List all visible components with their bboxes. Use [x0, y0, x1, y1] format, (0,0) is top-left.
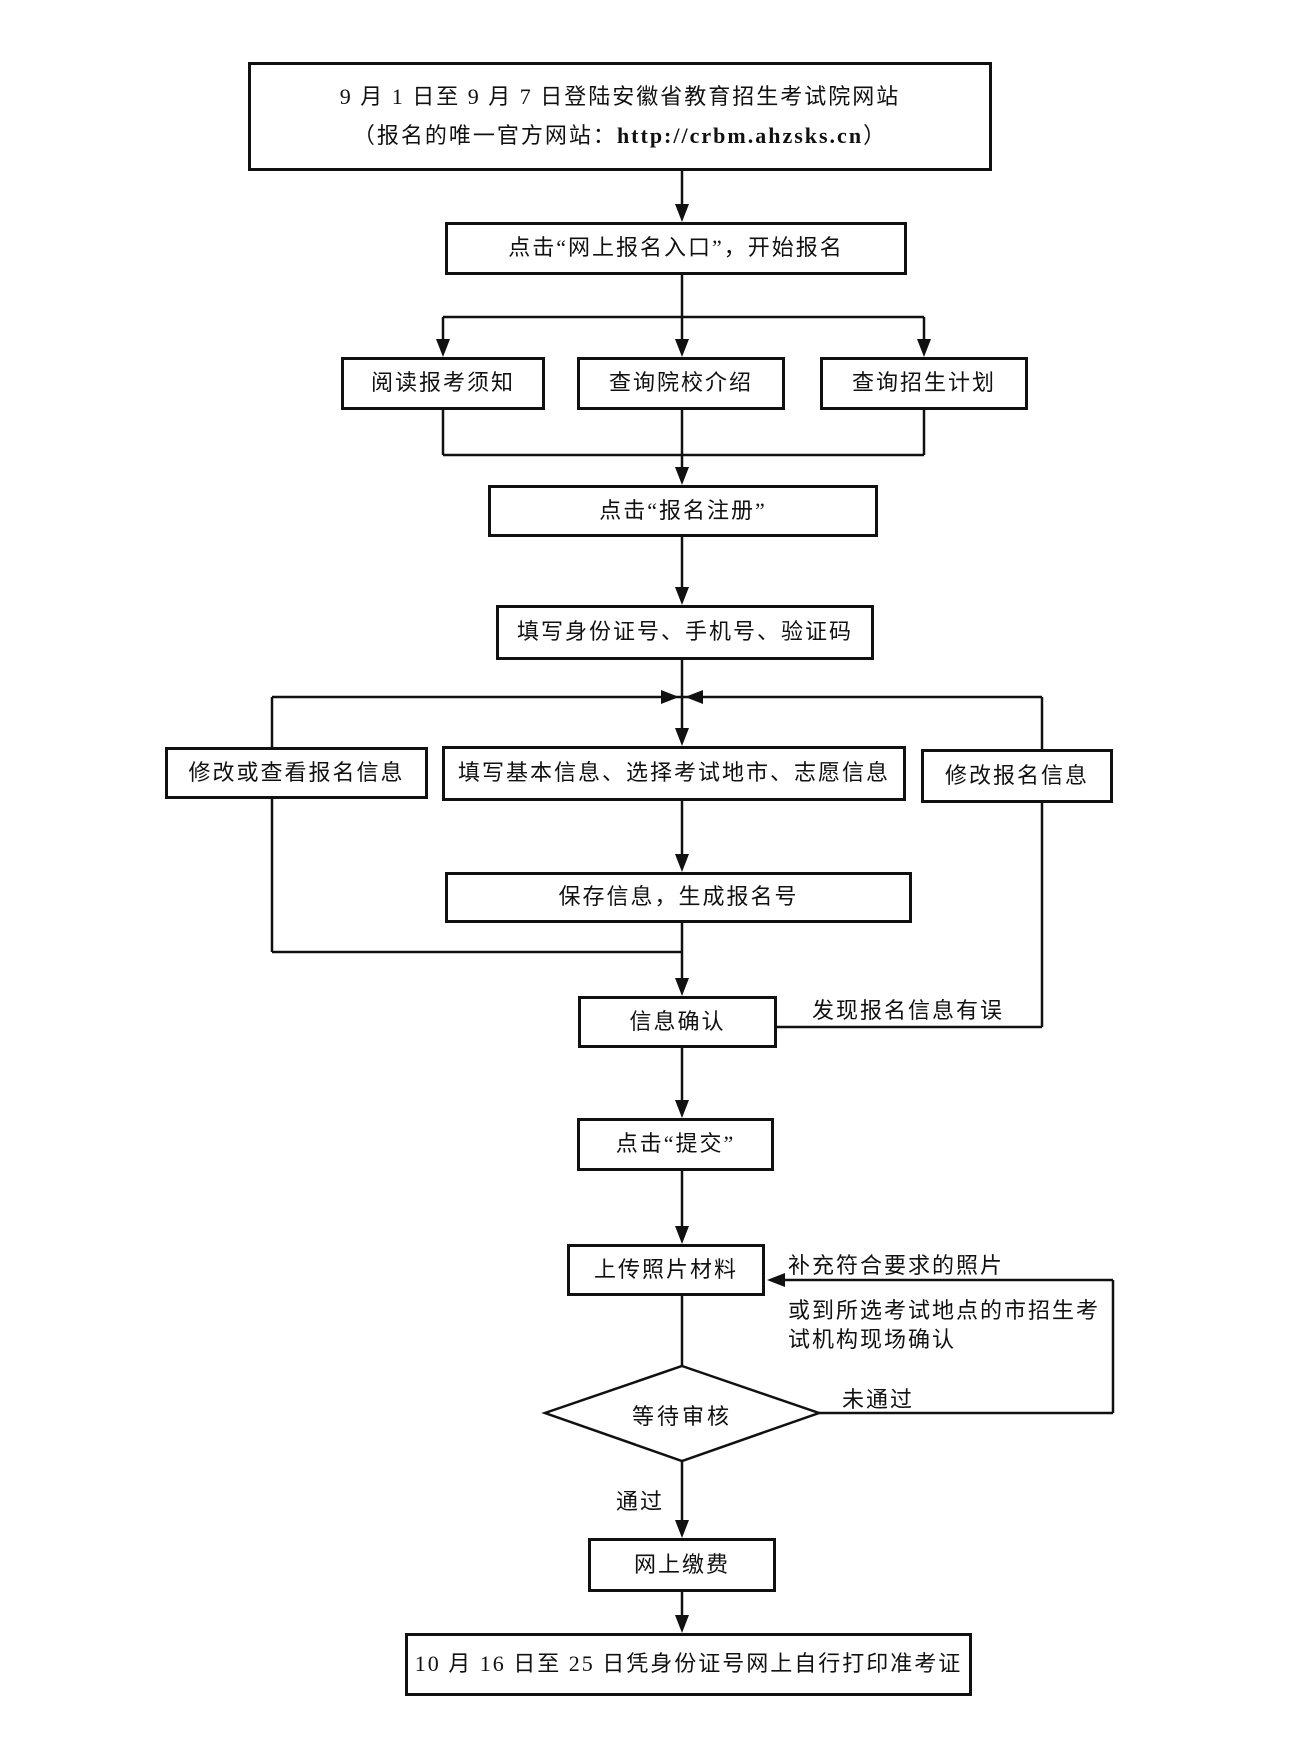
node-pay: 网上缴费: [588, 1538, 776, 1592]
arrow-down-icon: [675, 978, 689, 996]
node-modify-label: 修改报名信息: [944, 762, 1089, 788]
website-line1: 9 月 1 日至 9 月 7 日登陆安徽省教育招生考试院网站: [339, 83, 901, 109]
arrow-left-icon: [767, 1273, 785, 1287]
arrow-down-icon: [675, 854, 689, 872]
node-read-notice: 阅读报考须知: [341, 357, 545, 410]
node-read-notice-label: 阅读报考须知: [370, 370, 515, 396]
node-enroll-plan-label: 查询招生计划: [851, 370, 996, 396]
node-submit-label: 点击“提交”: [615, 1131, 736, 1157]
node-school-intro-label: 查询院校介绍: [608, 370, 753, 396]
node-modify: 修改报名信息: [921, 749, 1113, 803]
node-review-label: 等待审核: [631, 1404, 732, 1429]
node-website: 9 月 1 日至 9 月 7 日登陆安徽省教育招生考试院网站 （报名的唯一官方网…: [248, 62, 992, 171]
node-save-label: 保存信息，生成报名号: [558, 884, 799, 910]
node-print: 10 月 16 日至 25 日凭身份证号网上自行打印准考证: [405, 1633, 972, 1696]
label-passed: 通过: [616, 1489, 665, 1514]
arrow-down-icon: [436, 339, 450, 357]
label-error-found: 发现报名信息有误: [812, 998, 1005, 1023]
arrow-right-icon: [661, 690, 679, 704]
arrow-down-icon: [675, 728, 689, 746]
label-photo-note-line2: 或到所选考试地点的市招生考: [788, 1298, 1101, 1323]
node-fill-info-label: 填写基本信息、选择考试地市、志愿信息: [457, 760, 890, 786]
node-entry-label: 点击“网上报名入口”，开始报名: [508, 235, 844, 261]
node-fill-id-label: 填写身份证号、手机号、验证码: [516, 619, 853, 645]
arrow-down-icon: [675, 467, 689, 485]
arrow-down-icon: [917, 339, 931, 357]
node-register: 点击“报名注册”: [488, 485, 878, 537]
label-photo-note-line3: 试机构现场确认: [788, 1327, 957, 1352]
node-modify-view: 修改或查看报名信息: [165, 747, 428, 799]
arrow-down-icon: [675, 1615, 689, 1633]
website-url: http://crbm.ahzsks.cn: [616, 122, 864, 148]
node-submit: 点击“提交”: [577, 1118, 774, 1171]
arrow-left-icon: [685, 690, 703, 704]
label-photo-note-line1: 补充符合要求的照片: [788, 1253, 1005, 1278]
website-line2: （报名的唯一官方网站：http://crbm.ahzsks.cn）: [353, 122, 887, 151]
label-not-passed: 未通过: [842, 1387, 915, 1412]
node-enroll-plan: 查询招生计划: [820, 357, 1028, 410]
node-fill-info: 填写基本信息、选择考试地市、志愿信息: [442, 746, 906, 801]
website-line2-suffix: ）: [863, 122, 888, 148]
node-upload: 上传照片材料: [567, 1244, 765, 1296]
arrow-down-icon: [675, 1100, 689, 1118]
node-pay-label: 网上缴费: [633, 1551, 730, 1577]
arrow-down-icon: [675, 587, 689, 605]
node-modify-view-label: 修改或查看报名信息: [188, 759, 405, 785]
arrow-down-icon: [675, 1226, 689, 1244]
node-school-intro: 查询院校介绍: [577, 357, 785, 410]
website-line2-prefix: （报名的唯一官方网站：: [352, 122, 617, 148]
node-fill-id: 填写身份证号、手机号、验证码: [496, 605, 874, 660]
node-confirm: 信息确认: [578, 996, 777, 1048]
node-confirm-label: 信息确认: [629, 1008, 726, 1034]
arrow-down-icon: [675, 1520, 689, 1538]
node-entry: 点击“网上报名入口”，开始报名: [445, 222, 907, 275]
arrow-down-icon: [675, 204, 689, 222]
node-print-label: 10 月 16 日至 25 日凭身份证号网上自行打印准考证: [414, 1651, 963, 1677]
arrow-down-icon: [675, 339, 689, 357]
node-register-label: 点击“报名注册”: [599, 497, 767, 523]
node-save: 保存信息，生成报名号: [445, 872, 912, 923]
node-upload-label: 上传照片材料: [593, 1256, 738, 1282]
